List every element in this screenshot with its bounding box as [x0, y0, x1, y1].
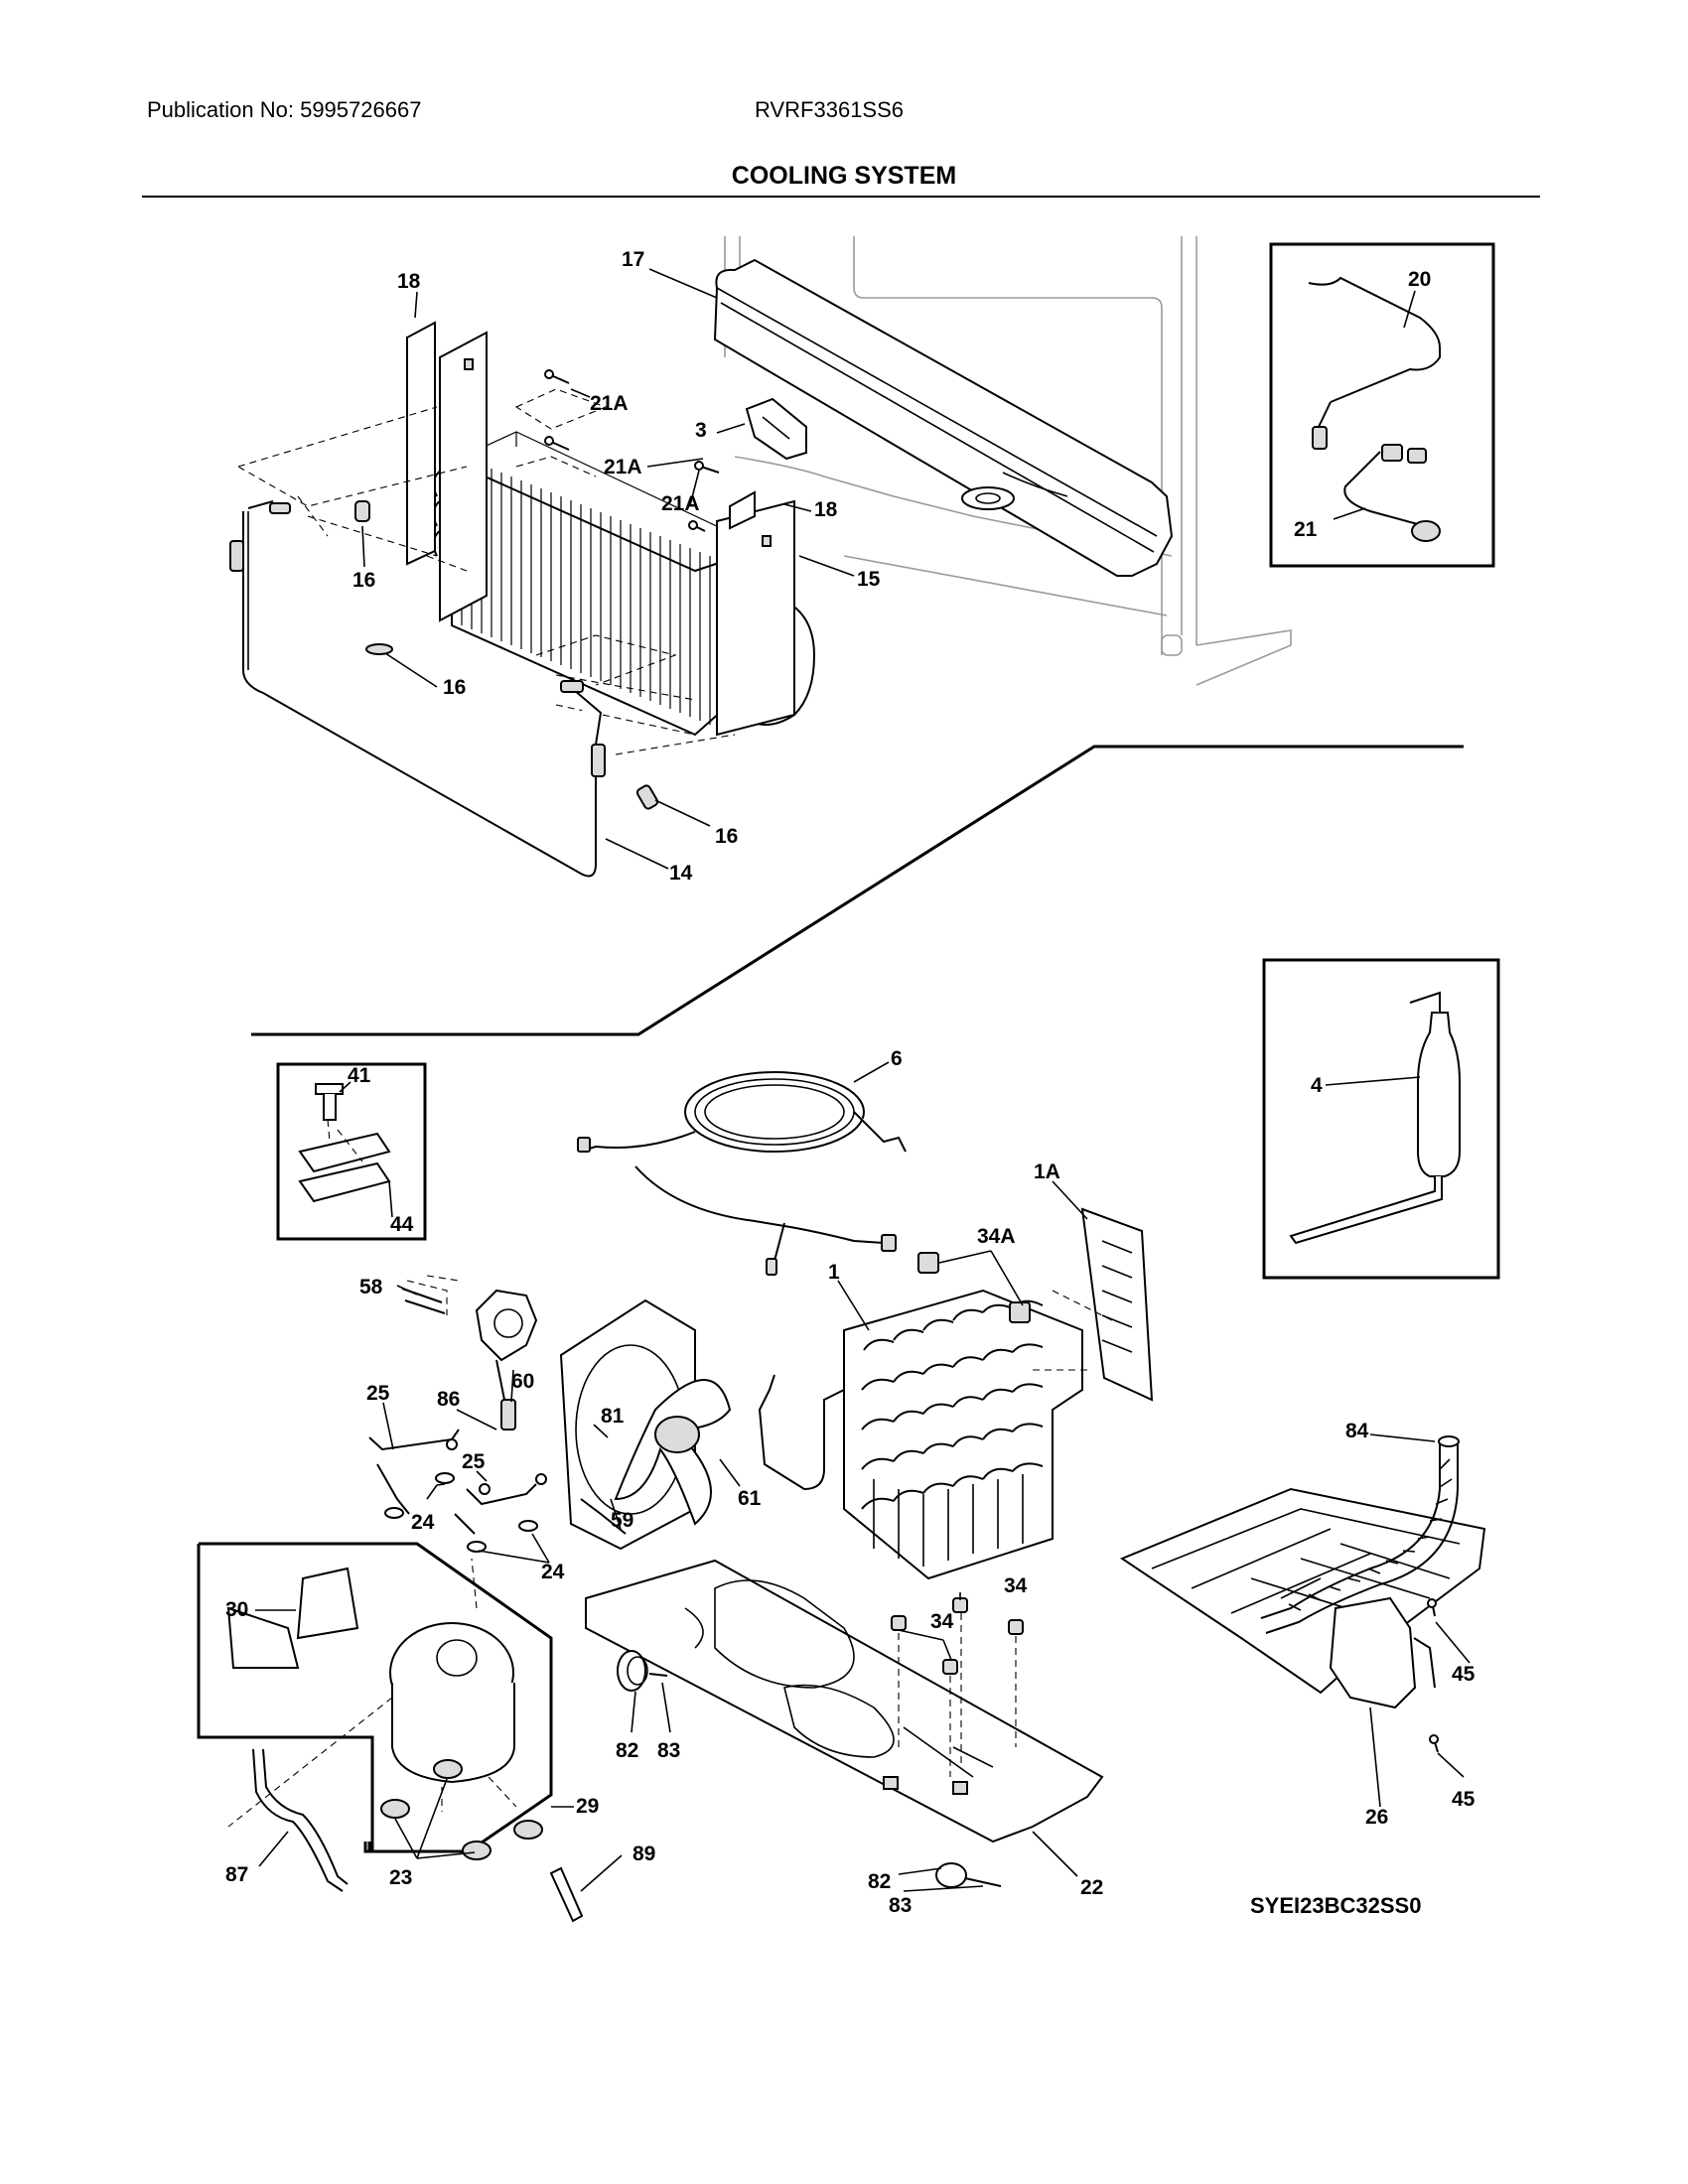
inset-box-drier — [1262, 958, 1500, 1280]
callout-86: 86 — [437, 1388, 460, 1411]
callout-45: 45 — [1452, 1663, 1476, 1686]
power-cord-harness — [577, 1071, 907, 1276]
grommets-34 — [891, 1597, 1024, 1777]
inset-box-top-right — [1269, 242, 1495, 568]
callout-6: 6 — [891, 1047, 903, 1070]
tube-87 — [252, 1748, 349, 1892]
callout-59: 59 — [611, 1509, 633, 1532]
callout-83: 83 — [889, 1894, 912, 1917]
callout-84: 84 — [1345, 1420, 1369, 1442]
condenser — [758, 1252, 1083, 1580]
drain-hose-84 — [1260, 1435, 1460, 1634]
fan-motor-58-60 — [401, 1275, 538, 1431]
callout-20: 20 — [1408, 268, 1431, 291]
model-number: RVRF3361SS6 — [755, 97, 905, 122]
callout-34: 34 — [1004, 1574, 1028, 1597]
callout-83: 83 — [657, 1739, 680, 1762]
callout-58: 58 — [359, 1276, 383, 1298]
callout-16: 16 — [352, 569, 375, 592]
callout-labels: 17 18 20 21 21A 21A 21A 3 18 15 16 16 16… — [225, 248, 1476, 1918]
header-rule — [142, 196, 1540, 198]
feet-82-83 — [617, 1650, 1002, 1888]
callout-61: 61 — [738, 1487, 762, 1510]
evaporator-cover — [713, 258, 1174, 577]
condenser-baffle-1a — [1033, 1207, 1154, 1402]
compressor-inset — [197, 1542, 553, 1853]
callout-82: 82 — [616, 1739, 638, 1762]
defrost-thermostat-wire — [229, 500, 606, 878]
evaporator-bracket-right — [716, 499, 795, 737]
base-plate-22 — [585, 1559, 1104, 1843]
callout-16: 16 — [443, 676, 466, 699]
callout-1a: 1A — [1034, 1160, 1060, 1183]
callout-26: 26 — [1365, 1806, 1388, 1829]
condenser-fan-assembly — [559, 1298, 732, 1551]
callout-14: 14 — [669, 862, 693, 885]
inset-box-mounting — [276, 1062, 427, 1241]
tube-89 — [549, 1866, 584, 1923]
callout-87: 87 — [225, 1863, 248, 1886]
callout-82: 82 — [868, 1870, 891, 1893]
drain-pan — [1119, 1487, 1486, 1709]
washers-24 — [384, 1472, 538, 1553]
callout-44: 44 — [390, 1213, 414, 1236]
screws-21a — [544, 369, 720, 532]
publication-number: Publication No: 5995726667 — [147, 97, 422, 122]
callout-25: 25 — [366, 1382, 390, 1405]
callout-41: 41 — [348, 1064, 371, 1087]
callout-89: 89 — [633, 1843, 655, 1865]
bracket-insulator-right — [729, 490, 756, 530]
callout-18: 18 — [814, 498, 838, 521]
callout-23: 23 — [389, 1866, 412, 1889]
callout-21a: 21A — [590, 392, 629, 415]
callout-60: 60 — [511, 1370, 534, 1393]
callout-81: 81 — [601, 1405, 625, 1428]
callout-15: 15 — [857, 568, 881, 591]
callout-24: 24 — [541, 1561, 565, 1583]
section-title: COOLING SYSTEM — [731, 162, 957, 190]
screws-45 — [1427, 1598, 1439, 1753]
callout-18: 18 — [397, 270, 421, 293]
callout-17: 17 — [622, 248, 644, 271]
grommets-16 — [354, 500, 659, 810]
callout-21a: 21A — [661, 492, 700, 515]
callout-30: 30 — [225, 1598, 248, 1621]
callout-3: 3 — [695, 419, 707, 442]
callout-45: 45 — [1452, 1788, 1476, 1811]
section-divider — [251, 745, 1464, 1036]
evaporator-bracket-left — [439, 331, 488, 622]
callout-29: 29 — [576, 1795, 599, 1818]
drain-trough-clip — [745, 397, 807, 461]
callout-22: 22 — [1080, 1876, 1103, 1899]
callout-24: 24 — [411, 1511, 435, 1534]
leader-lines — [255, 268, 1471, 1892]
compressor-grommets-23 — [380, 1759, 543, 1860]
callout-34: 34 — [930, 1610, 954, 1633]
callout-1: 1 — [828, 1261, 840, 1284]
callout-25: 25 — [462, 1450, 486, 1473]
bracket-insulator-left — [406, 321, 436, 566]
dashed-assembly-lines-upper — [237, 388, 736, 775]
callout-16: 16 — [715, 825, 738, 848]
diagram-code: SYEI23BC32SS0 — [1250, 1893, 1421, 1918]
callout-21: 21 — [1294, 518, 1318, 541]
callout-4: 4 — [1311, 1074, 1323, 1097]
callout-21a: 21A — [604, 456, 642, 478]
callout-34a: 34A — [977, 1225, 1016, 1248]
